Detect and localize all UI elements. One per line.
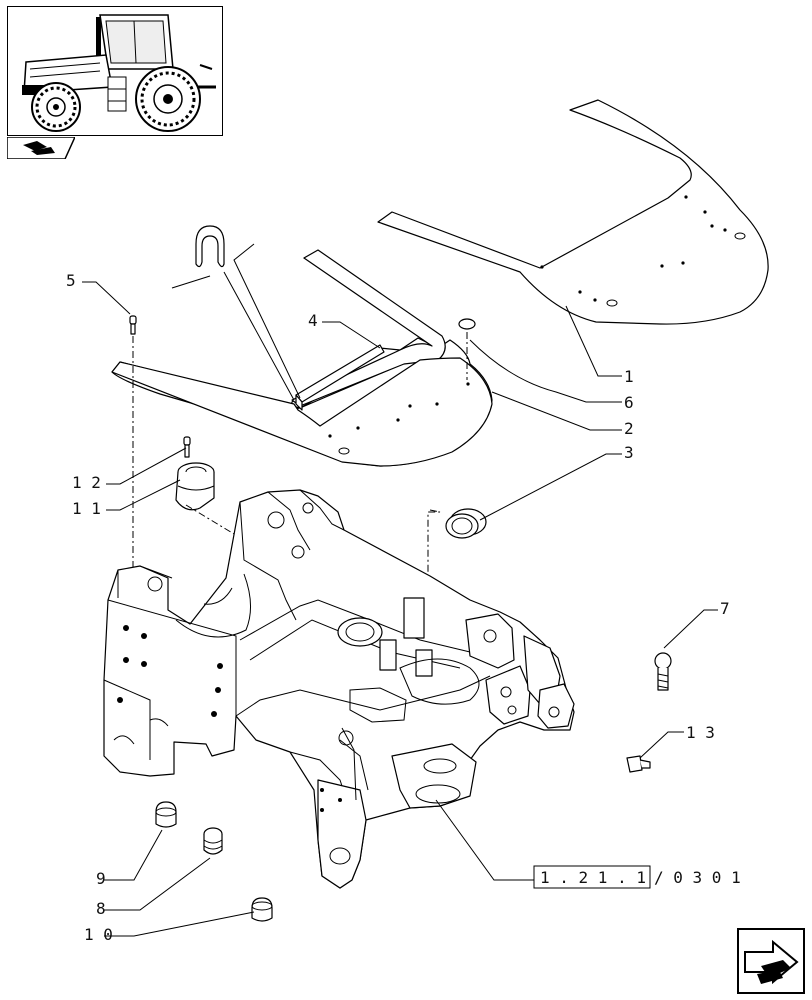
document-arrow-tab[interactable]	[6, 136, 77, 160]
callout-5: 5	[66, 271, 76, 290]
callout-11: 1 1	[72, 499, 101, 518]
next-page-button[interactable]	[737, 928, 805, 994]
part-7-bolt	[654, 652, 672, 691]
part-12-screw	[183, 436, 191, 458]
part-11-boot	[175, 462, 215, 511]
callout-4: 4	[308, 311, 318, 330]
tractor-thumbnail	[7, 6, 223, 136]
reference-code[interactable]: 1 . 2 1 . 1	[540, 868, 646, 887]
part-frame-main	[103, 489, 575, 889]
reference-suffix: / 0 3 0 1	[654, 868, 741, 887]
part-1-floor-mat	[377, 99, 769, 325]
part-8-plug	[203, 827, 223, 855]
part-5-screw	[129, 315, 137, 335]
callout-10: 1 0	[84, 925, 113, 944]
part-4-edge-trim	[295, 344, 385, 411]
callout-8: 8	[96, 899, 106, 918]
next-page-arrow-icon	[744, 939, 799, 985]
callout-3: 3	[624, 443, 634, 462]
part-3-cap	[445, 508, 487, 539]
trim-profile-detail	[195, 225, 225, 268]
callout-13: 1 3	[686, 723, 715, 742]
document-arrow-icon	[6, 136, 77, 160]
part-2-mat	[111, 249, 493, 467]
part-10-cap	[251, 897, 273, 922]
part-6-plug	[458, 318, 476, 330]
callout-1: 1	[624, 367, 634, 386]
callout-6: 6	[624, 393, 634, 412]
cross-reference[interactable]: 1 . 2 1 . 1 / 0 3 0 1	[533, 865, 741, 889]
part-13-screw	[626, 755, 651, 773]
callout-12: 1 2	[72, 473, 101, 492]
callout-2: 2	[624, 419, 634, 438]
leader-lines	[82, 243, 718, 937]
part-9-cap	[155, 801, 177, 828]
tractor-icon	[22, 14, 216, 132]
callout-7: 7	[720, 599, 730, 618]
callout-9: 9	[96, 869, 106, 888]
